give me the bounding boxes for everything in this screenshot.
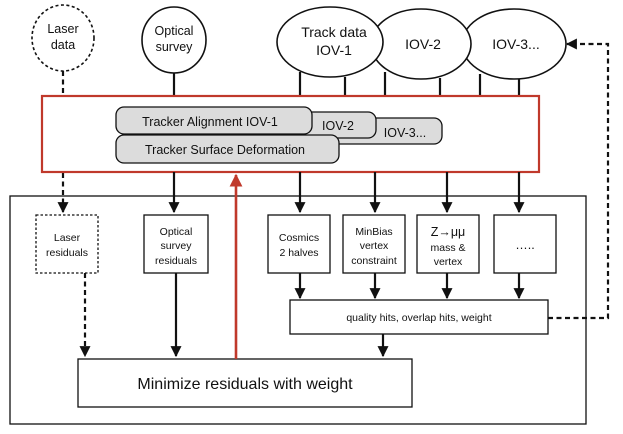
alignment-param-stack: IOV-3... IOV-2 Tracker Alignment IOV-1 T… (115, 106, 443, 164)
residual-to-quality-arrows (294, 273, 525, 300)
iov3-node: IOV-3... (461, 8, 567, 80)
minbias-line3: constraint (351, 255, 397, 267)
zmumu-line2: mass & (430, 242, 465, 254)
laser-data-node: Laser data (31, 4, 95, 72)
iov3-label: IOV-3... (492, 36, 539, 52)
more-box: ….. (493, 214, 557, 274)
optical-residuals-line1: Optical (160, 226, 193, 238)
minimize-label: Minimize residuals with weight (137, 376, 353, 393)
laser-residuals-line2: residuals (46, 247, 88, 259)
minimize-box: Minimize residuals with weight (77, 358, 413, 408)
track-data-line2: IOV-1 (316, 42, 352, 58)
iov3-alignment-label: IOV-3... (384, 126, 426, 140)
cosmics-line2: 2 halves (279, 247, 318, 259)
quality-label: quality hits, overlap hits, weight (346, 312, 491, 324)
more-label: ….. (515, 238, 534, 252)
optical-survey-line2: survey (156, 40, 194, 54)
minbias-box: MinBias vertex constraint (342, 214, 406, 274)
optical-survey-node: Optical survey (141, 6, 207, 74)
zmumu-box: Z→μμ mass & vertex (416, 214, 480, 274)
track-data-node: Track data IOV-1 (276, 6, 384, 78)
cosmics-box: Cosmics 2 halves (267, 214, 331, 274)
iov2-label: IOV-2 (405, 36, 441, 52)
laser-residuals-line1: Laser (54, 232, 81, 244)
feedback-dashed-connector (548, 38, 610, 320)
iov2-node: IOV-2 (370, 8, 472, 80)
alignment-to-residual-arrows (168, 172, 525, 214)
surface-deformation-tab (115, 134, 340, 164)
optical-residuals-box: Optical survey residuals (143, 214, 209, 274)
minbias-line1: MinBias (355, 226, 392, 238)
laser-data-line1: Laser (47, 22, 78, 36)
optical-residuals-line2: survey (161, 240, 193, 252)
surface-deformation-label: Tracker Surface Deformation (145, 143, 305, 157)
input-connectors (172, 72, 521, 96)
laser-residuals-box: Laser residuals (35, 214, 99, 274)
quality-box: quality hits, overlap hits, weight (289, 299, 549, 335)
minbias-line2: vertex (360, 240, 389, 252)
optical-residuals-line3: residuals (155, 255, 197, 267)
zmumu-line3: vertex (434, 256, 463, 268)
cosmics-line1: Cosmics (279, 232, 319, 244)
laser-data-line2: data (51, 38, 75, 52)
residuals-container (9, 195, 587, 425)
tracker-alignment-tab (115, 106, 313, 135)
iov2-alignment-label: IOV-2 (322, 119, 354, 133)
zmumu-line1: Z→μμ (431, 225, 466, 239)
track-data-line1: Track data (301, 24, 367, 40)
optical-survey-line1: Optical (155, 24, 194, 38)
tracker-alignment-label: Tracker Alignment IOV-1 (142, 115, 278, 129)
